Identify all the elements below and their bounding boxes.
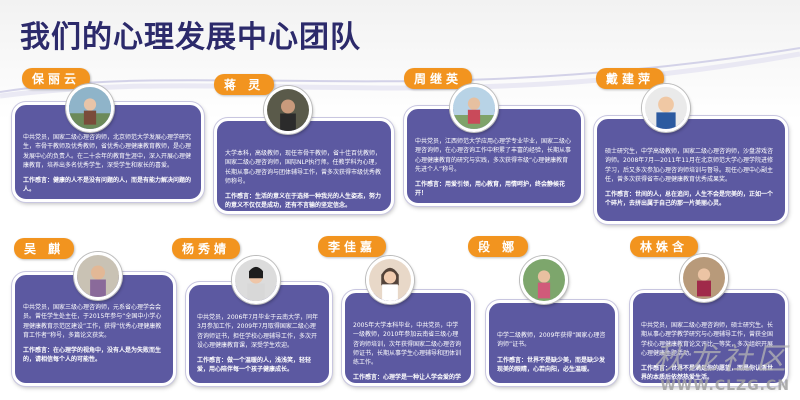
motto-label: 工作感言： xyxy=(23,177,54,185)
site-watermark: 秋龙社区 WWW.CLZG.CN xyxy=(654,334,790,394)
motto-text: 做一个温暖的人，浅浅笑，轻轻爱，用心陪伴每一个孩子健康成长。 xyxy=(197,357,312,374)
member-card-3: 中共党员，江西师范大学应用心理学专业毕业，国家二级心理咨询师，在心理咨询工作中积… xyxy=(404,106,584,206)
motto-label: 工作感言： xyxy=(197,357,228,365)
member-motto: 工作感言：健康的人不是没有问题的人，而是有能力解决问题的人。 xyxy=(23,176,193,195)
member-bio: 中共党员，2006年7月毕业于云南大学，同年3月参加工作，2009年7月取得国家… xyxy=(197,314,319,349)
member-photo xyxy=(450,84,498,132)
motto-text: 生活的意义在于选择一种我光的人生姿态，努力的意义不仅仅是成功，还有不言输的坚定信… xyxy=(225,193,382,210)
member-bio: 中共党员，江西师范大学应用心理学专业毕业，国家二级心理咨询师，在心理咨询工作中积… xyxy=(415,138,572,173)
member-bio: 中共党员，国家二级心理咨询师，北京师范大学发展心理学研究生，市骨干教师及优秀教师… xyxy=(23,134,192,169)
member-name-tag: 保丽云 xyxy=(22,68,91,89)
member-motto: 工作感言：世间的人，总在追问，人生不会是完美的，正如一个个碎片，去拼出属于自己的… xyxy=(605,190,777,209)
member-name-tag: 戴建萍 xyxy=(596,68,665,89)
member-name-tag: 吴 麒 xyxy=(14,238,75,259)
member-bio: 大学本科，高级教师，现任市骨干教师，省十佳百优教师，国家二级心理咨询师，国际NL… xyxy=(225,150,382,185)
member-motto: 工作感言：在心理学的视角中，没有人是为失败而生的，请相信每个人的可能性。 xyxy=(23,346,165,365)
member-photo xyxy=(642,84,690,132)
member-name-tag: 杨秀婧 xyxy=(172,238,241,259)
motto-label: 工作感言： xyxy=(497,356,528,364)
member-name-tag: 林姝含 xyxy=(630,236,699,257)
motto-label: 工作感言： xyxy=(641,365,672,373)
motto-label: 工作感言： xyxy=(353,374,384,382)
member-motto: 工作感言：生活的意义在于选择一种我光的人生姿态，努力的意义不仅仅是成功，还有不言… xyxy=(225,192,383,211)
member-card-6: 中共党员，2006年7月毕业于云南大学，同年3月参加工作，2009年7月取得国家… xyxy=(186,282,332,386)
motto-label: 工作感言： xyxy=(23,347,54,355)
watermark-url: WWW.CLZG.CN xyxy=(660,378,790,394)
member-motto: 工作感言：心理学是一种让人学会爱的学问，一个人只有懂得爱自己，才能更好地爱别人、… xyxy=(353,373,463,383)
member-photo xyxy=(232,256,280,304)
member-card-4: 硕士研究生，中学高级教师，国家二级心理咨询师，沙盘游戏咨询师。2008年7月—2… xyxy=(594,116,788,224)
motto-text: 世界不是缺少美，而是缺少发现美的眼睛，心若向阳，必生温暖。 xyxy=(497,356,606,373)
watermark-brand: 秋龙社区 xyxy=(654,342,790,377)
motto-text: 世间的人，总在追问，人生不会是完美的，正如一个个碎片，去拼出属于自己的那一片美丽… xyxy=(605,191,774,208)
member-bio: 硕士研究生，中学高级教师，国家二级心理咨询师，沙盘游戏咨询师。2008年7月—2… xyxy=(605,148,774,183)
member-photo xyxy=(520,256,568,304)
member-motto: 工作感言：世界不是满足你的愿望，而是你认清世界的本质后依然热爱生活。 xyxy=(641,364,777,383)
member-bio: 中共党员，国家三级心理咨询师，元系省心理学会会员。曾任学生处主任，于2015年参… xyxy=(23,304,162,339)
member-photo xyxy=(74,252,122,300)
member-card-7: 2005年大学本科毕业，中共党员，中学一级教师，2010年参加云南省三级心理咨询… xyxy=(342,290,474,386)
motto-text: 世界不是满足你的愿望，而是你认清世界的本质后依然热爱生活。 xyxy=(641,365,774,382)
member-card-8: 中学二级教师，2009年获得“国家心理咨询师”证书。 工作感言：世界不是缺少美，… xyxy=(486,300,618,386)
member-bio: 2005年大学本科毕业，中共党员，中学一级教师，2010年参加云南省三级心理咨询… xyxy=(353,322,462,367)
member-photo xyxy=(680,254,728,302)
motto-text: 在心理学的视角中，没有人是为失败而生的，请相信每个人的可能性。 xyxy=(23,347,162,364)
member-card-2: 大学本科，高级教师，现任市骨干教师，省十佳百优教师，国家二级心理咨询师，国际NL… xyxy=(214,118,394,214)
motto-label: 工作感言： xyxy=(605,191,636,199)
member-photo xyxy=(66,84,114,132)
member-motto: 工作感言：用爱引领，用心教育，用情呵护，终会静候花开！ xyxy=(415,180,573,199)
member-card-9: 中共党员，国家二级心理咨询师，硕士研究生。长期从事心理学教学研究与心理辅导工作，… xyxy=(630,290,788,386)
member-bio: 中学二级教师，2009年获得“国家心理咨询师”证书。 xyxy=(497,332,606,349)
member-name-tag: 段 娜 xyxy=(468,236,529,257)
member-name-tag: 周继英 xyxy=(404,68,473,89)
page-title: 我们的心理发展中心团队 xyxy=(20,20,361,55)
member-photo xyxy=(366,256,414,304)
member-photo xyxy=(264,86,312,134)
motto-text: 心理学是一种让人学会爱的学问，一个人只有懂得爱自己，才能更好地爱别人、爱生活。 xyxy=(383,374,462,382)
member-motto: 工作感言：世界不是缺少美，而是缺少发现美的眼睛，心若向阳，必生温暖。 xyxy=(497,356,607,375)
motto-label: 工作感言： xyxy=(415,181,446,189)
member-motto: 工作感言：做一个温暖的人，浅浅笑，轻轻爱，用心陪伴每一个孩子健康成长。 xyxy=(197,356,321,375)
motto-text: 健康的人不是没有问题的人，而是有能力解决问题的人。 xyxy=(23,177,192,194)
member-bio: 中共党员，国家二级心理咨询师，硕士研究生。长期从事心理学教学研究与心理辅导工作，… xyxy=(641,322,774,357)
motto-label: 工作感言： xyxy=(225,193,256,201)
motto-text: 用爱引领，用心教育，用情呵护，终会静候花开！ xyxy=(415,181,566,198)
member-name-tag: 李佳嘉 xyxy=(318,236,387,257)
member-name-tag: 蒋 灵 xyxy=(214,74,275,95)
